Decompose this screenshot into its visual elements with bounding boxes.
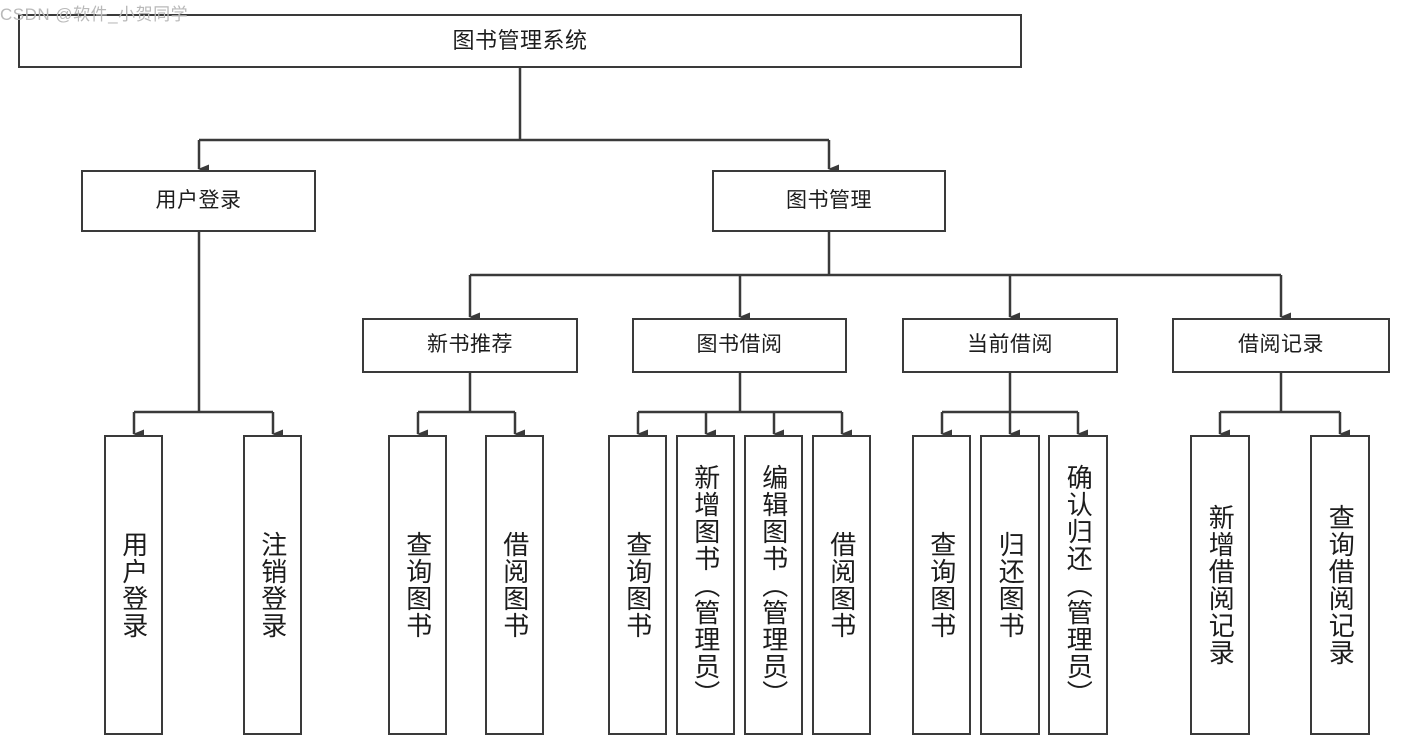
node-current-borrow[interactable]: 当前借阅 [902,318,1118,373]
watermark-text: CSDN @软件_小贺同学 [0,5,189,24]
node-leaf-query-record[interactable]: 查询借阅记录 [1310,435,1370,735]
node-label: 查询借阅记录 [1325,504,1356,666]
node-leaf-return-book[interactable]: 归还图书 [980,435,1040,735]
node-new-book-rec[interactable]: 新书推荐 [362,318,578,373]
node-leaf-logout[interactable]: 注销登录 [243,435,302,735]
node-label: 查询图书 [402,531,433,639]
node-root[interactable]: 图书管理系统 [18,14,1022,68]
node-label: 图书管理 [786,188,872,212]
node-leaf-confirm-return[interactable]: 确认归还（管理员） [1048,435,1108,735]
node-label: 借阅图书 [499,531,530,639]
node-label: 用户登录 [118,531,149,639]
node-leaf-add-record[interactable]: 新增借阅记录 [1190,435,1250,735]
node-label: 确认归还（管理员） [1063,463,1094,707]
node-leaf-edit-book[interactable]: 编辑图书（管理员） [744,435,803,735]
edge-lines [132,68,1350,439]
node-label: 图书管理系统 [452,28,588,54]
node-book-manage[interactable]: 图书管理 [712,170,946,232]
node-label: 查询图书 [926,531,957,639]
node-leaf-add-book[interactable]: 新增图书（管理员） [676,435,735,735]
node-leaf-user-login[interactable]: 用户登录 [104,435,163,735]
node-label: 借阅记录 [1238,333,1324,357]
node-user-login[interactable]: 用户登录 [81,170,316,232]
node-label: 新增借阅记录 [1205,504,1236,666]
node-leaf-borrow-book-1[interactable]: 借阅图书 [485,435,544,735]
node-leaf-query-book-2[interactable]: 查询图书 [608,435,667,735]
node-leaf-borrow-book-2[interactable]: 借阅图书 [812,435,871,735]
node-label: 注销登录 [257,531,288,639]
node-leaf-query-book-3[interactable]: 查询图书 [912,435,971,735]
node-book-borrow[interactable]: 图书借阅 [632,318,847,373]
node-label: 查询图书 [622,531,653,639]
node-label: 新增图书（管理员） [690,463,721,707]
node-label: 归还图书 [995,531,1026,639]
node-label: 新书推荐 [427,333,513,357]
node-leaf-query-book-1[interactable]: 查询图书 [388,435,447,735]
node-label: 图书借阅 [696,333,783,357]
node-borrow-record[interactable]: 借阅记录 [1172,318,1390,373]
node-label: 借阅图书 [826,531,857,639]
node-label: 当前借阅 [967,333,1053,357]
node-label: 用户登录 [155,188,242,212]
node-label: 编辑图书（管理员） [758,463,789,707]
